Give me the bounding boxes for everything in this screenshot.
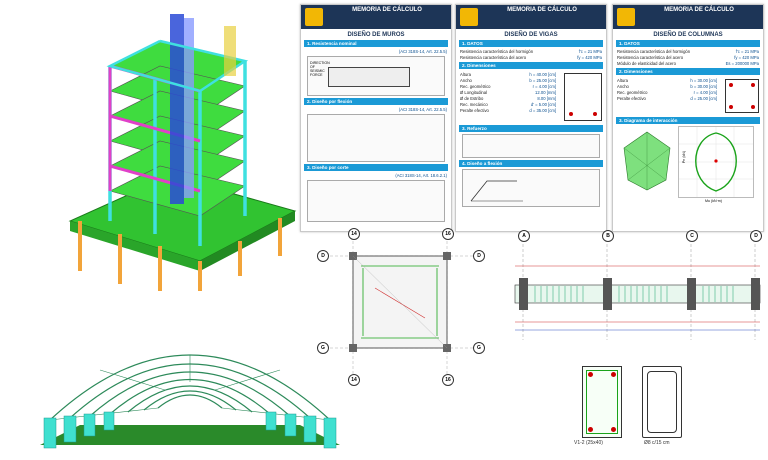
sheet-section-title: DISEÑO DE VIGAS bbox=[504, 32, 558, 38]
section-heading: 3. Refuerzo bbox=[459, 125, 603, 132]
company-logo-icon bbox=[617, 8, 635, 26]
section-heading: 3. Diagrama de interacción bbox=[616, 117, 760, 124]
section-label: V1-2 (25x40) bbox=[574, 440, 603, 446]
sheet-header-title: MEMORIA DE CÁLCULO bbox=[507, 7, 577, 13]
sheet-section-title: DISEÑO DE COLUMNAS bbox=[653, 32, 723, 38]
formula-box bbox=[307, 114, 445, 162]
grid-bubble: D bbox=[317, 250, 329, 262]
grid-bubble: 14 bbox=[348, 374, 360, 386]
building-3d-model bbox=[50, 6, 298, 296]
sheet-header: MEMORIA DE CÁLCULO bbox=[301, 5, 451, 29]
section-heading: 1. Resistencia nominal bbox=[304, 40, 448, 47]
section-heading: 2. Diseño por flexión bbox=[304, 98, 448, 105]
formula-box bbox=[462, 134, 600, 158]
stress-strain-figure bbox=[462, 169, 600, 207]
grid-bubble: 16 bbox=[442, 228, 454, 240]
arch-structure-3d-model bbox=[40, 300, 340, 455]
grid-bubble: G bbox=[317, 342, 329, 354]
interaction-diagram-2d: Pn (kN) Mu (kN·m) bbox=[678, 126, 754, 203]
interaction-diagram-3d bbox=[623, 131, 671, 191]
beam-elevation-drawing: A B C D bbox=[505, 230, 767, 355]
grid-bubble: G bbox=[473, 342, 485, 354]
grid-bubble: C bbox=[686, 230, 698, 242]
calc-sheet-beams: MEMORIA DE CÁLCULO DISEÑO DE VIGAS 1. DA… bbox=[455, 4, 607, 232]
sheet-header: MEMORIA DE CÁLCULO bbox=[613, 5, 763, 29]
beam-section-figure bbox=[564, 73, 602, 121]
grid-bubble: D bbox=[473, 250, 485, 262]
formula-box bbox=[307, 180, 445, 222]
section-heading: 3. Diseño por corte bbox=[304, 164, 448, 171]
section-heading: 1. DATOS bbox=[616, 40, 760, 47]
section-label: Ø8 c/15 cm bbox=[644, 440, 670, 446]
slab-plan-drawing: 14 16 14 16 D G D G bbox=[315, 228, 495, 388]
section-heading: 2. Dimensiones bbox=[616, 68, 760, 75]
sheet-header: MEMORIA DE CÁLCULO bbox=[456, 5, 606, 29]
grid-bubble: 14 bbox=[348, 228, 360, 240]
wall-section-figure: DIRECTION OF SEISMIC FORCE bbox=[307, 56, 445, 96]
company-logo-icon bbox=[305, 8, 323, 26]
calc-sheet-walls: MEMORIA DE CÁLCULO DISEÑO DE MUROS 1. Re… bbox=[300, 4, 452, 232]
section-heading: 4. Diseño a flexión bbox=[459, 160, 603, 167]
grid-bubble: 16 bbox=[442, 374, 454, 386]
section-stirrup bbox=[642, 366, 682, 438]
calc-sheet-columns: MEMORIA DE CÁLCULO DISEÑO DE COLUMNAS 1.… bbox=[612, 4, 764, 232]
sheet-section-title: DISEÑO DE MUROS bbox=[347, 32, 405, 38]
column-section-figure bbox=[725, 79, 759, 113]
sheet-header-title: MEMORIA DE CÁLCULO bbox=[352, 7, 422, 13]
section-reinforced bbox=[582, 366, 622, 438]
company-logo-icon bbox=[460, 8, 478, 26]
section-heading: 1. DATOS bbox=[459, 40, 603, 47]
section-heading: 2. Dimensiones bbox=[459, 62, 603, 69]
reference-row: (ACI 318S-14, Art. 22.5.5) bbox=[398, 49, 447, 54]
beam-cross-sections: V1-2 (25x40) Ø8 c/15 cm bbox=[560, 360, 730, 456]
grid-bubble: A bbox=[518, 230, 530, 242]
sheet-header-title: MEMORIA DE CÁLCULO bbox=[664, 7, 734, 13]
grid-bubble: D bbox=[750, 230, 762, 242]
grid-bubble: B bbox=[602, 230, 614, 242]
